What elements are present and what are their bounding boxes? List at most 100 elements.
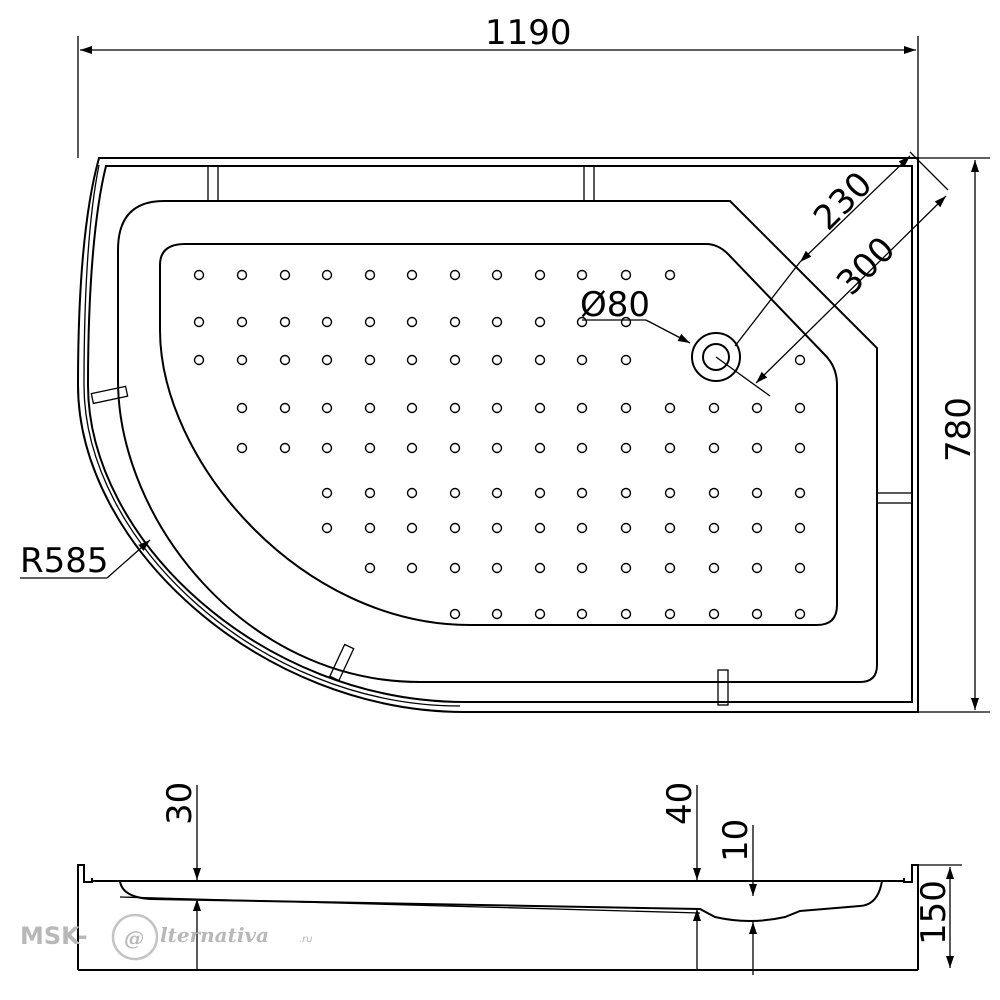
drain-hole [364, 442, 376, 454]
watermark-at-ring [111, 913, 159, 961]
side-left-wall [77, 864, 93, 970]
drain-hole [751, 487, 763, 499]
drain-hole [751, 402, 763, 414]
drain-hole [279, 316, 291, 328]
drain-hole [534, 522, 546, 534]
drain-hole [620, 354, 632, 366]
watermark-at: @ [124, 926, 144, 950]
drain-hole [193, 269, 205, 281]
depth-label: 780 [939, 397, 979, 462]
drain-hole [406, 402, 418, 414]
drain-hole [576, 316, 588, 328]
drain-hole [794, 402, 806, 414]
drain-hole [620, 522, 632, 534]
support-foot [328, 643, 355, 682]
drain-hole [406, 522, 418, 534]
drain-hole [708, 402, 720, 414]
drain-hole [576, 402, 588, 414]
drain-hole [364, 316, 376, 328]
drain-hole [534, 269, 546, 281]
drain-hole [534, 354, 546, 366]
drain-hole [576, 562, 588, 574]
radius-label: R585 [20, 541, 109, 581]
drain-hole [708, 562, 720, 574]
drain-hole [321, 316, 333, 328]
drain-hole [236, 442, 248, 454]
drain-hole [664, 402, 676, 414]
tray-basin-inner [159, 243, 838, 626]
drain-hole [406, 316, 418, 328]
drain-hole [491, 522, 503, 534]
drain-hole [236, 269, 248, 281]
drain-hole [236, 402, 248, 414]
drain-hole [708, 522, 720, 534]
drain-depth-label: 10 [716, 819, 756, 862]
drain-hole [708, 608, 720, 620]
drain-hole [321, 402, 333, 414]
drain-hole [620, 442, 632, 454]
drain-hole [534, 608, 546, 620]
diagonal-long-label: 300 [829, 229, 903, 303]
drain-hole [364, 487, 376, 499]
drain-hole [534, 487, 546, 499]
drain-hole [664, 522, 676, 534]
width-dimension: 1190 [77, 13, 919, 158]
side-basin-profile [119, 880, 883, 922]
drain-hole [364, 522, 376, 534]
drain-hole [620, 608, 632, 620]
drain-hole [751, 562, 763, 574]
drain-hole [449, 562, 461, 574]
watermark-script: lternativa [160, 923, 269, 947]
diagonal-short-label: 230 [806, 164, 880, 238]
height-dimension: 150 [914, 864, 962, 968]
height-label: 150 [914, 880, 954, 945]
drain-hole [534, 316, 546, 328]
drain-depth-dimension: 10 [716, 819, 757, 975]
drain-hole [664, 562, 676, 574]
drain-hole [406, 562, 418, 574]
width-label: 1190 [485, 13, 572, 53]
plan-view: Ø80 1190 780 R585 230 [20, 13, 990, 713]
drain-hole [664, 487, 676, 499]
drain-hole [708, 487, 720, 499]
drain-hole [708, 442, 720, 454]
drain-hole [491, 442, 503, 454]
drain-hole [449, 608, 461, 620]
drain-hole [364, 354, 376, 366]
side-slope-line [119, 896, 701, 914]
rim-right-dimension: 40 [660, 782, 701, 970]
drain-hole [534, 402, 546, 414]
drain-hole [794, 442, 806, 454]
drain-hole [449, 522, 461, 534]
drain-hole [620, 487, 632, 499]
drain-outlet [691, 332, 741, 382]
watermark-brand: MSK- [20, 922, 88, 950]
drain-hole [491, 269, 503, 281]
tray-rim-curve [83, 164, 461, 707]
drain-hole [449, 269, 461, 281]
drain-hole [236, 316, 248, 328]
drain-hole [279, 402, 291, 414]
drain-holes [193, 269, 806, 620]
side-view: 30 40 10 150 [77, 782, 962, 975]
rim-left-label: 30 [160, 782, 200, 825]
tray-basin-middle [117, 200, 878, 683]
support-foot [207, 165, 219, 202]
drain-diameter-label: Ø80 [580, 285, 650, 325]
drain-hole [449, 402, 461, 414]
drain-hole [664, 608, 676, 620]
depth-dimension: 780 [918, 157, 990, 713]
drain-hole [794, 522, 806, 534]
drain-hole [193, 354, 205, 366]
rim-right-label: 40 [660, 782, 700, 825]
drain-hole [620, 316, 632, 328]
drain-hole [664, 442, 676, 454]
tray-outer-edge [76, 157, 919, 713]
drain-hole [449, 442, 461, 454]
support-foot [717, 669, 729, 706]
drain-outer-ring [691, 332, 741, 382]
drain-hole [406, 269, 418, 281]
drain-hole [794, 354, 806, 366]
drain-hole [751, 608, 763, 620]
